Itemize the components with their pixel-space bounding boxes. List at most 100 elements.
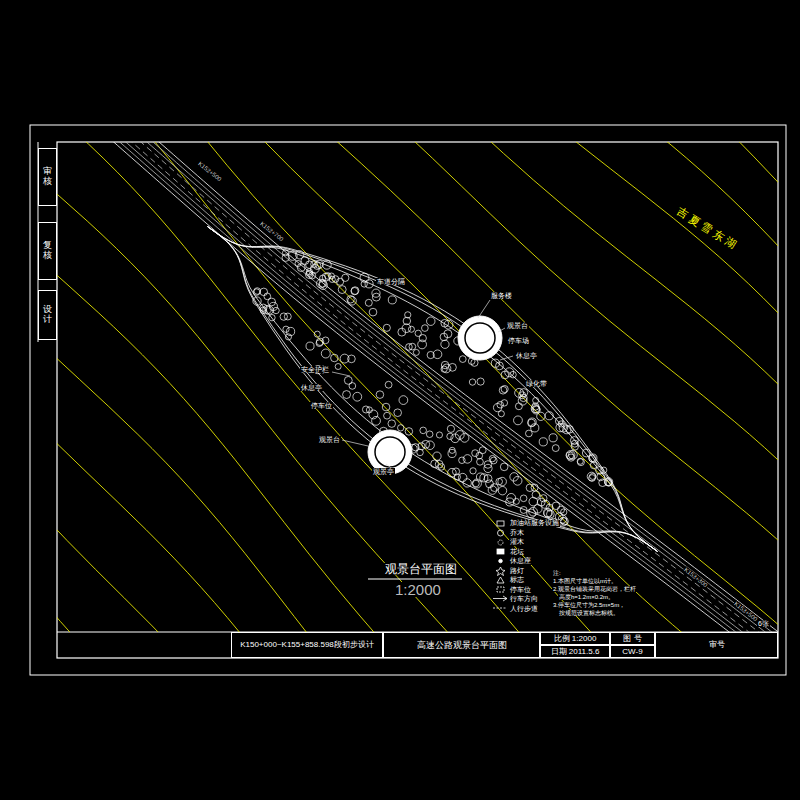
callout-label: 观景台 <box>506 322 529 329</box>
lake-name: 吉 夏 雪 东 湖 <box>674 205 739 251</box>
tree-symbol <box>351 287 359 295</box>
tree-symbol <box>479 447 486 454</box>
tree-symbol <box>489 455 495 461</box>
contour-lines <box>57 142 778 632</box>
tree-symbol <box>528 418 536 426</box>
tree-symbol <box>382 403 390 411</box>
tree-symbol <box>513 476 522 485</box>
tree-symbol <box>448 468 457 477</box>
tree-symbol <box>301 257 309 265</box>
title-block-cell: 比例 1:2000 <box>540 632 610 645</box>
tree-symbol <box>597 473 605 481</box>
callout-label: 绿化带 <box>525 380 548 387</box>
note-line: 注: <box>552 570 562 576</box>
tree-symbol <box>372 289 380 297</box>
tree-symbol <box>529 507 538 516</box>
tree-symbol <box>343 391 351 399</box>
tree-symbol <box>337 278 344 285</box>
tree-symbol <box>510 473 518 481</box>
tree-symbol <box>570 437 578 445</box>
service-area-edge <box>208 227 658 552</box>
tree-symbol <box>491 484 499 492</box>
tree-symbol <box>458 473 466 481</box>
tree-symbol <box>449 363 457 371</box>
tree-symbol <box>405 428 413 436</box>
tree-symbol <box>463 479 471 487</box>
legend-entry: 花坛 <box>509 549 525 556</box>
tree-symbol <box>427 317 435 325</box>
tree-symbol <box>436 432 442 438</box>
tree-symbol <box>287 327 295 335</box>
tree-symbol <box>353 392 362 401</box>
note-line: 3.停车位尺寸为2.5m×5m， <box>552 602 626 608</box>
tree-symbol <box>444 330 452 338</box>
tree-symbol <box>388 296 396 304</box>
title-block-text: 审号 <box>709 641 725 649</box>
tree-symbol <box>476 473 484 481</box>
tree-symbol <box>306 261 314 269</box>
tree-symbol <box>601 467 607 473</box>
title-block-text: K150+000~K155+858.598段初步设计 <box>240 641 374 649</box>
tree-symbol <box>348 297 357 306</box>
tree-symbol <box>335 363 341 369</box>
callout-label: 休息亭 <box>515 352 538 359</box>
tree-symbol <box>320 275 326 281</box>
tree-symbol <box>498 411 504 417</box>
note-line: 按规范设置标志标线。 <box>558 610 620 616</box>
tree-symbol <box>306 342 314 350</box>
tree-symbol <box>283 326 289 332</box>
title-block-cell: 图 号 <box>610 632 655 645</box>
tree-symbol <box>408 326 414 332</box>
tree-symbol <box>406 344 413 351</box>
callout-label: 服务楼 <box>490 292 513 299</box>
service-area-edge <box>208 227 658 552</box>
tree-symbol <box>526 484 534 492</box>
tree-symbol <box>269 302 277 310</box>
tree-symbol <box>422 325 429 332</box>
title-block-text: 日期 2011.5.6 <box>551 648 600 656</box>
tree-symbol <box>533 397 539 403</box>
callout-label: 观景亭 <box>372 468 395 475</box>
tree-symbol <box>369 308 377 316</box>
tree-symbol <box>497 401 504 408</box>
inner-frame <box>57 142 778 658</box>
tree-symbol <box>505 368 514 377</box>
tree-symbol <box>253 297 261 305</box>
tree-symbol <box>545 412 553 420</box>
tree-symbol <box>577 459 584 466</box>
station-mark: K152+700 <box>258 220 285 243</box>
service-area-edge <box>208 227 658 552</box>
tree-symbol <box>365 280 373 288</box>
tree-symbol <box>515 388 524 397</box>
tree-symbol <box>513 498 519 504</box>
tree-symbol <box>515 403 522 410</box>
contour-line <box>175 142 778 632</box>
tree-symbol <box>507 493 516 502</box>
tree-symbol <box>321 349 330 358</box>
tree-symbol <box>399 396 408 405</box>
note-line: 1.本图尺寸单位以m计。 <box>552 578 618 584</box>
road-line <box>90 142 778 632</box>
title-block-cell: CW-9 <box>610 645 655 658</box>
legend-entry: 休息座 <box>509 558 532 565</box>
tree-symbol <box>549 434 557 442</box>
tree-symbol <box>590 462 597 469</box>
tree-symbol <box>447 433 453 439</box>
tree-symbol <box>491 359 499 367</box>
legend-entry: 路灯 <box>509 568 525 575</box>
tree-symbol <box>582 449 590 457</box>
sheet-count: 6张 <box>757 620 770 627</box>
tree-symbol <box>438 464 445 471</box>
tree-symbol <box>484 475 492 483</box>
tree-symbol <box>398 425 404 431</box>
tree-symbol <box>587 472 596 481</box>
tree-symbol <box>280 313 287 320</box>
legend-entry: 人行步道 <box>509 606 539 613</box>
tree-symbol <box>534 505 543 514</box>
contour-line <box>57 142 695 632</box>
tree-symbol <box>532 406 540 414</box>
title-block-cell: 设计 <box>38 290 57 340</box>
tree-symbol <box>365 299 372 306</box>
station-mark: K153+300 <box>682 566 709 589</box>
